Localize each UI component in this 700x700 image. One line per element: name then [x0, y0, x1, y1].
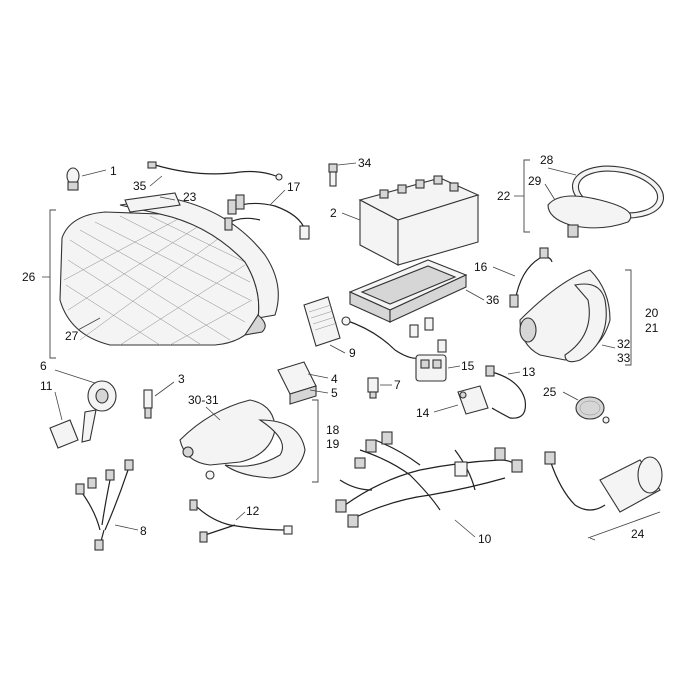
label-19: 19 [326, 437, 340, 451]
leader-34 [337, 162, 357, 166]
relay-part-4 [277, 361, 317, 405]
battery-part-2 [358, 175, 480, 266]
speedometer-part-24 [544, 451, 663, 513]
harness-part-8 [75, 459, 134, 551]
leader-5 [309, 389, 329, 394]
leader-10 [454, 519, 476, 538]
label-27: 27 [65, 329, 79, 343]
label-15: 15 [461, 359, 475, 373]
flasher-unit-part-14 [457, 385, 489, 415]
leader-4 [307, 373, 329, 379]
label-18: 18 [326, 423, 340, 437]
label-4: 4 [331, 372, 338, 386]
label-3: 3 [178, 372, 185, 386]
label-12: 12 [246, 504, 260, 518]
leader-9 [329, 344, 346, 354]
label-36: 36 [486, 293, 500, 307]
label-11: 11 [40, 379, 53, 393]
label-13: 13 [522, 365, 536, 379]
leader-27 [77, 317, 101, 331]
horn-part-6 [81, 380, 117, 443]
label-6: 6 [40, 359, 47, 373]
bracket-18-19 [312, 399, 319, 483]
buzzer-part-25 [575, 396, 610, 424]
label-14: 14 [416, 406, 430, 420]
leader-15 [447, 365, 461, 369]
leader-3 [154, 381, 175, 397]
leader-28 [547, 167, 577, 176]
leader-17 [269, 189, 286, 206]
leader-12 [235, 511, 246, 521]
leader-24 [589, 537, 596, 541]
label-10: 10 [478, 532, 492, 546]
label-9: 9 [349, 346, 356, 360]
label-22: 22 [497, 189, 511, 203]
harness-part-17 [224, 194, 310, 240]
label-30-31: 30-31 [188, 393, 219, 407]
label-24: 24 [631, 527, 645, 541]
mudguard-assembly-part-30-31 [179, 399, 306, 480]
bracket-26 [49, 209, 56, 359]
leader-14 [433, 404, 459, 413]
control-unit-part-11 [49, 419, 79, 449]
leader-29 [544, 183, 556, 201]
switch-part-3 [143, 389, 153, 419]
label-7: 7 [394, 378, 401, 392]
leader-25 [562, 391, 579, 401]
label-32: 32 [617, 337, 631, 351]
label-21: 21 [645, 321, 659, 335]
regulator-part-9 [303, 296, 341, 347]
rear-light-housing-part-29 [547, 195, 632, 238]
leader-32 [601, 344, 616, 349]
leader-1 [81, 169, 107, 177]
label-1: 1 [110, 164, 117, 178]
cable-part-13 [491, 371, 527, 419]
label-26: 26 [22, 270, 36, 284]
label-28: 28 [540, 153, 554, 167]
label-2: 2 [330, 206, 337, 220]
leader-23 [159, 196, 176, 201]
headlight-assembly [59, 192, 279, 346]
bracket-22 [523, 159, 530, 233]
label-20: 20 [645, 306, 659, 320]
bulb-part-34 [328, 163, 338, 187]
label-17: 17 [287, 180, 301, 194]
label-8: 8 [140, 524, 147, 538]
tail-fairing-assembly [519, 269, 611, 363]
leader-35 [149, 175, 163, 187]
label-35: 35 [133, 179, 147, 193]
leader-30-31 [205, 406, 221, 421]
label-29: 29 [528, 174, 542, 188]
cable-part-35 [154, 164, 277, 177]
leader-6 [54, 369, 96, 384]
leader-13 [507, 371, 521, 375]
label-5: 5 [331, 386, 338, 400]
label-33: 33 [617, 351, 631, 365]
battery-tray-part-36 [348, 259, 468, 323]
leader-2 [341, 212, 361, 221]
bulb-part-1 [66, 167, 80, 191]
bracket-24 [587, 511, 661, 539]
leader-16 [492, 266, 516, 277]
switch-part-7 [367, 377, 379, 399]
label-25: 25 [543, 385, 557, 399]
label-23: 23 [183, 190, 197, 204]
label-16: 16 [474, 260, 488, 274]
leader-11 [54, 391, 63, 421]
leader-36 [465, 289, 485, 301]
label-34: 34 [358, 156, 372, 170]
fuse-block-part-15 [409, 317, 447, 382]
main-harness-part-10 [335, 431, 523, 528]
cable-part-12 [189, 499, 293, 543]
bracket-20-21 [625, 269, 632, 366]
leader-8 [114, 524, 139, 531]
